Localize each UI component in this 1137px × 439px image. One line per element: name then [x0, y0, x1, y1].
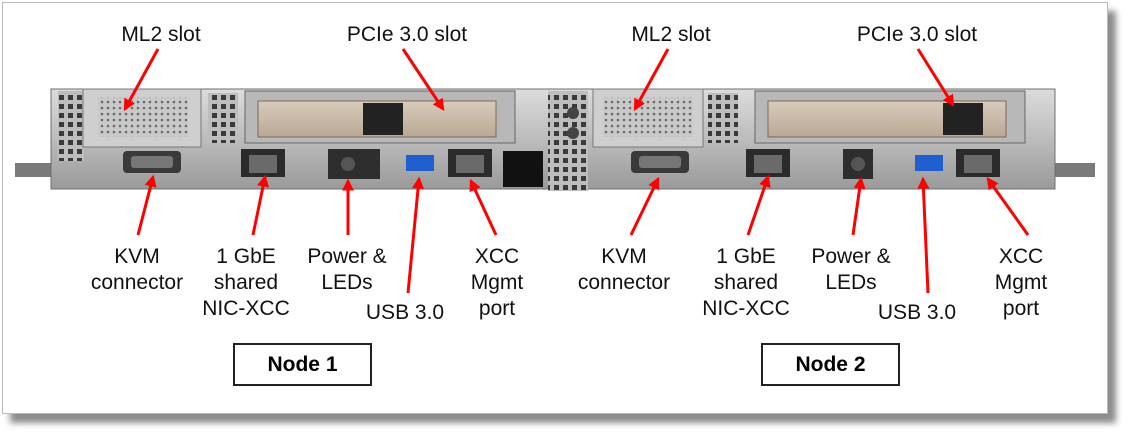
ml2-slot-label-node2: ML2 slot	[631, 23, 711, 46]
gbe-nic-label-node2: 1 GbE shared NIC-XCC	[702, 245, 790, 320]
kvm-connector-label-node1: KVM connector	[90, 245, 184, 294]
pcie-slot-label-node1: PCIe 3.0 slot	[346, 23, 468, 46]
xcc-mgmt-port-label-node1: XCC Mgmt port	[470, 245, 524, 320]
power-leds-label-node1: Power & LEDs	[307, 245, 387, 294]
power-leds-label-node2: Power & LEDs	[811, 245, 891, 294]
server-rear-photo	[15, 88, 1095, 191]
kvm-connector-label-node2: KVM connector	[577, 245, 671, 294]
pcie-slot-label-node2: PCIe 3.0 slot	[856, 23, 978, 46]
gbe-nic-label-node1: 1 GbE shared NIC-XCC	[202, 245, 290, 320]
usb-label-node1: USB 3.0	[365, 301, 445, 324]
node-2-label: Node 2	[761, 343, 900, 386]
figure-frame: ML2 slot PCIe 3.0 slot ML2 slot PCIe 3.0…	[2, 2, 1108, 414]
ml2-slot-label-node1: ML2 slot	[121, 23, 201, 46]
usb-label-node2: USB 3.0	[877, 301, 957, 324]
node-1-label: Node 1	[233, 343, 372, 386]
xcc-mgmt-port-label-node2: XCC Mgmt port	[994, 245, 1048, 320]
callout-arrows	[123, 48, 1030, 294]
